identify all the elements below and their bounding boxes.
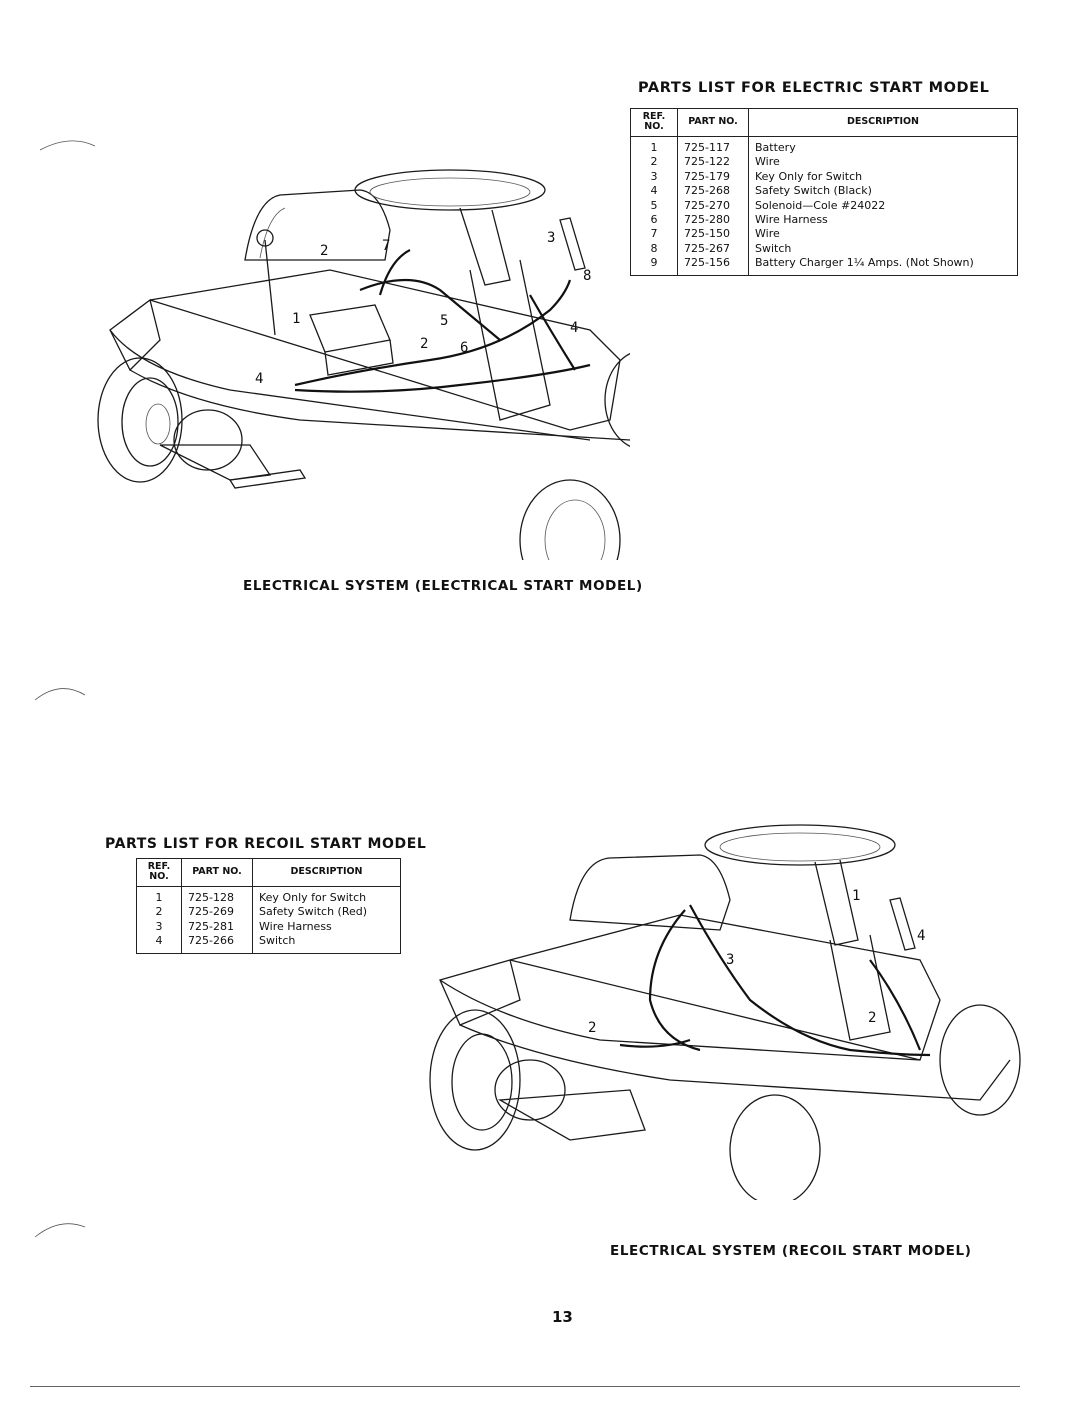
callout-3: 3: [547, 230, 555, 246]
callout-2a: 2: [588, 1020, 596, 1036]
part-no-header: PART NO.: [677, 108, 749, 137]
mower-drawing: [39, 140, 630, 560]
margin-mark: [34, 688, 86, 701]
description-cell: Safety Switch (Red): [252, 905, 401, 920]
ref-cell: 2: [136, 905, 182, 920]
recoil-start-diagram: 1 2 2 3 4: [429, 824, 1021, 1200]
description-cell: Safety Switch (Black): [748, 184, 1018, 199]
mower-drawing: [429, 824, 1021, 1200]
callout-7: 7: [382, 238, 390, 254]
part-no-cell: 725-266: [181, 934, 253, 954]
ref-cell: 2: [630, 155, 678, 170]
ref-cell: 8: [630, 241, 678, 257]
description-cell: Switch: [252, 934, 401, 954]
description-cell: Wire: [748, 227, 1018, 242]
ref-cell: 3: [136, 919, 182, 935]
electric-callouts: 1 2 2 3 4 4 5 6 7 8: [255, 230, 591, 387]
callout-2a: 2: [320, 243, 328, 259]
callout-4a: 4: [255, 371, 263, 387]
part-no-cell: 725-281: [181, 919, 253, 935]
ref-cell: 3: [630, 169, 678, 185]
description-cell: Wire Harness: [252, 919, 401, 935]
recoil-parts-title: PARTS LIST FOR RECOIL START MODEL: [105, 836, 427, 852]
part-no-cell: 725-150: [677, 227, 749, 242]
ref-cell: 4: [630, 184, 678, 199]
part-no-cell: 725-156: [677, 256, 749, 276]
electric-caption: ELECTRICAL SYSTEM (ELECTRICAL START MODE…: [243, 578, 643, 594]
table-header-row: REF. NO. PART NO. DESCRIPTION: [136, 858, 401, 887]
ref-no-header: REF. NO.: [630, 108, 678, 137]
part-no-cell: 725-269: [181, 905, 253, 920]
part-no-cell: 725-280: [677, 212, 749, 228]
ref-no-header: REF. NO.: [136, 858, 182, 887]
callout-3: 3: [726, 952, 734, 968]
part-no-header: PART NO.: [181, 858, 253, 887]
callout-6: 6: [460, 340, 468, 356]
callout-4: 4: [917, 928, 925, 944]
part-no-cell: 725-128: [181, 886, 253, 906]
description-header: DESCRIPTION: [252, 858, 401, 887]
part-no-cell: 725-179: [677, 169, 749, 185]
callout-2b: 2: [420, 336, 428, 352]
part-no-cell: 725-267: [677, 241, 749, 257]
electric-start-diagram: 1 2 2 3 4 4 5 6 7 8: [39, 140, 630, 560]
part-no-cell: 725-270: [677, 198, 749, 213]
description-cell: Key Only for Switch: [252, 886, 401, 906]
ref-cell: 5: [630, 198, 678, 213]
description-cell: Key Only for Switch: [748, 169, 1018, 185]
recoil-callouts: 1 2 2 3 4: [588, 888, 925, 1036]
description-cell: Battery Charger 1¼ Amps. (Not Shown): [748, 256, 1018, 276]
description-header: DESCRIPTION: [748, 108, 1018, 137]
ref-cell: 1: [136, 886, 182, 906]
callout-4b: 4: [570, 320, 578, 336]
description-cell: Wire Harness: [748, 212, 1018, 228]
callout-8: 8: [583, 268, 591, 284]
ref-cell: 1: [630, 136, 678, 156]
bottom-rule: [30, 1386, 1020, 1387]
callout-5: 5: [440, 313, 448, 329]
page-number: 13: [552, 1308, 573, 1326]
callout-1: 1: [292, 311, 300, 327]
electric-parts-title: PARTS LIST FOR ELECTRIC START MODEL: [638, 80, 990, 96]
table-header-row: REF. NO. PART NO. DESCRIPTION: [630, 108, 1018, 137]
part-no-cell: 725-122: [677, 155, 749, 170]
description-cell: Switch: [748, 241, 1018, 257]
callout-1: 1: [852, 888, 860, 904]
callout-2b: 2: [868, 1010, 876, 1026]
part-no-cell: 725-117: [677, 136, 749, 156]
recoil-caption: ELECTRICAL SYSTEM (RECOIL START MODEL): [610, 1243, 972, 1259]
description-cell: Wire: [748, 155, 1018, 170]
ref-cell: 6: [630, 212, 678, 228]
part-no-cell: 725-268: [677, 184, 749, 199]
ref-cell: 9: [630, 256, 678, 276]
description-cell: Solenoid—Cole #24022: [748, 198, 1018, 213]
ref-cell: 7: [630, 227, 678, 242]
ref-cell: 4: [136, 934, 182, 954]
description-cell: Battery: [748, 136, 1018, 156]
margin-mark: [34, 1223, 86, 1238]
